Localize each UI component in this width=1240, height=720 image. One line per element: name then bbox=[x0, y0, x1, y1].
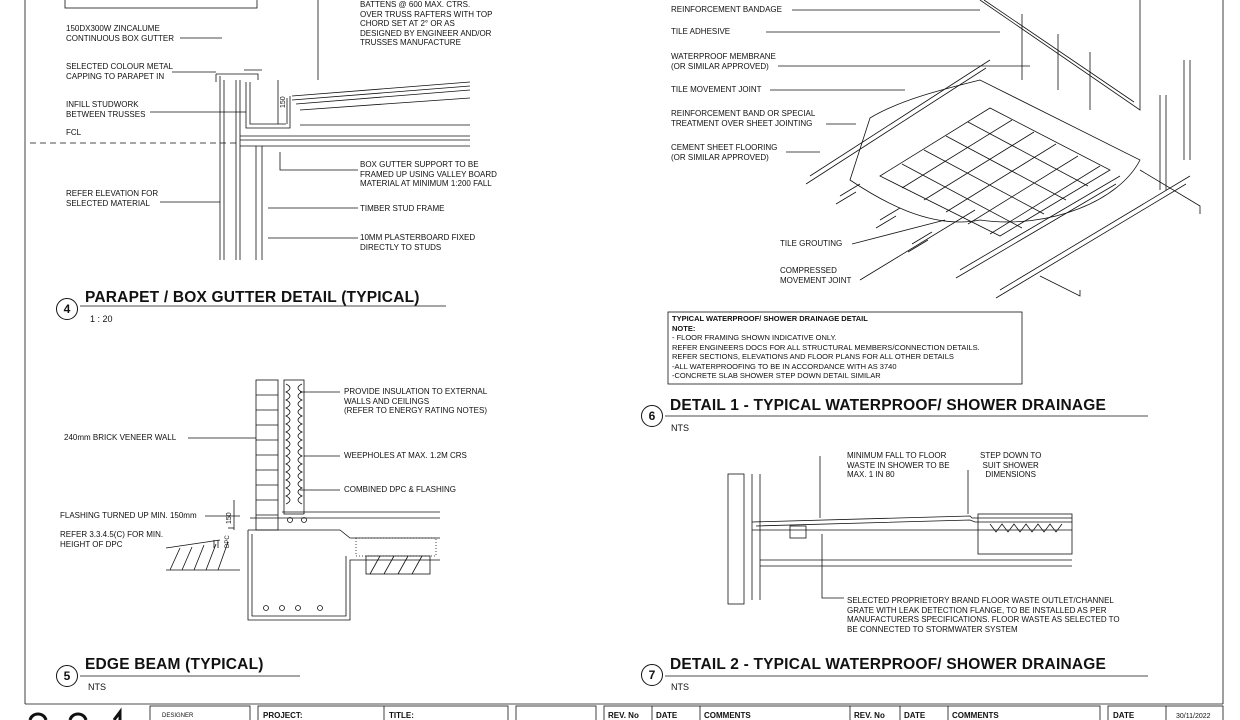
note-fcl: FCL bbox=[66, 128, 82, 137]
rev-no-label-2: REV. No bbox=[854, 711, 885, 720]
detail-scale-6: NTS bbox=[671, 423, 689, 433]
detail-title-6: DETAIL 1 - TYPICAL WATERPROOF/ SHOWER DR… bbox=[670, 397, 1107, 414]
note-floor-waste: SELECTED PROPRIETORY BRAND FLOOR WASTE O… bbox=[847, 596, 1120, 634]
note-tile-movement-joint: TILE MOVEMENT JOINT bbox=[671, 85, 762, 94]
comments-label-2: COMMENTS bbox=[952, 711, 999, 720]
note-refer-dpc-height: REFER 3.3.4.5(c) FOR MIN. HEIGHT OF DPC bbox=[60, 530, 164, 549]
note-cement-sheet: CEMENT SHEET FLOORING (OR SIMILAR APPROV… bbox=[671, 143, 778, 162]
note-flashing-turned-up: FLASHING TURNED UP MIN. 150mm bbox=[60, 511, 197, 520]
project-label: PROJECT: bbox=[263, 711, 303, 720]
note-waterproof-membrane: WATERPROOF MEMBRANE (OR SIMILAR APPROVED… bbox=[671, 52, 776, 71]
note-tile-adhesive: TILE ADHESIVE bbox=[671, 27, 731, 36]
detail-number-7: 7 bbox=[641, 664, 663, 686]
date-value: 30/11/2022 bbox=[1176, 713, 1211, 720]
note-capping: SELECTED COLOUR METAL CAPPING TO PARAPET… bbox=[66, 62, 173, 81]
note-box-line: REFER SECTIONS, ELEVATIONS AND FLOOR PLA… bbox=[672, 352, 954, 361]
detail-title-5: EDGE BEAM (TYPICAL) bbox=[85, 656, 264, 673]
detail-scale-4: 1 : 20 bbox=[90, 314, 113, 324]
note-tile-grouting: TILE GROUTING bbox=[780, 239, 843, 248]
note-minimum-fall: MINIMUM FALL TO FLOOR WASTE IN SHOWER TO… bbox=[847, 451, 950, 479]
note-refer-elevation: REFER ELEVATION FOR SELECTED MATERIAL bbox=[66, 189, 159, 208]
note-plasterboard: 10mm PLASTERBOARD FIXED DIRECTLY TO STUD… bbox=[360, 233, 476, 252]
date-label-2: DATE bbox=[904, 711, 926, 720]
note-box-line: -CONCRETE SLAB SHOWER STEP DOWN DETAIL S… bbox=[672, 371, 881, 380]
detail-scale-7: NTS bbox=[671, 682, 689, 692]
note-box-gutter: 150dx300w ZINCALUME CONTINUOUS BOX GUTTE… bbox=[66, 24, 175, 43]
note-infill-studwork: INFILL STUDWORK BETWEEN TRUSSES bbox=[66, 100, 146, 119]
note-weepholes: WEEPHOLES AT MAX. 1.2m CRS bbox=[344, 451, 467, 460]
note-timber-stud-frame: TIMBER STUD FRAME bbox=[360, 204, 445, 213]
note-battens: BATTENS @ 600 MAX. CTRS. OVER TRUSS RAFT… bbox=[360, 0, 493, 47]
title-label: TITLE: bbox=[389, 711, 414, 720]
dim-150-gutter: 150 bbox=[280, 96, 287, 108]
note-reinforcement-band: REINFORCEMENT BAND OR SPECIAL TREATMENT … bbox=[671, 109, 816, 128]
date-label: DATE bbox=[1113, 711, 1135, 720]
detail-title-4: PARAPET / BOX GUTTER DETAIL (TYPICAL) bbox=[85, 289, 420, 306]
dim-150-flashing: 150 bbox=[226, 512, 233, 524]
dim-dpc: DPC bbox=[225, 535, 231, 548]
detail-number-6: 6 bbox=[641, 405, 663, 427]
rev-no-label-1: REV. No bbox=[608, 711, 639, 720]
date-label-1: DATE bbox=[656, 711, 678, 720]
note-box-label: NOTE: bbox=[672, 323, 696, 333]
comments-label-1: COMMENTS bbox=[704, 711, 751, 720]
note-box: TYPICAL WATERPROOF/ SHOWER DRAINAGE DETA… bbox=[668, 312, 1022, 384]
note-box-line: REFER ENGINEERS DOCS FOR ALL STRUCTURAL … bbox=[672, 342, 980, 352]
detail-title-7: DETAIL 2 - TYPICAL WATERPROOF/ SHOWER DR… bbox=[670, 656, 1107, 673]
detail-number-4: 4 bbox=[56, 298, 78, 320]
detail-number-5: 5 bbox=[56, 665, 78, 687]
note-step-down: STEP DOWN TO SUIT SHOWER DIMENSIONS bbox=[980, 451, 1042, 479]
note-box-line: -ALL WATERPROOFING TO BE IN ACCORDANCE W… bbox=[672, 361, 897, 371]
note-compressed-joint: COMPRESSED MOVEMENT JOINT bbox=[780, 266, 852, 285]
detail-scale-5: NTS bbox=[88, 682, 106, 692]
note-brick-veneer: 240mm BRICK VENEER WALL bbox=[64, 433, 177, 442]
note-gutter-support: BOX GUTTER SUPPORT TO BE FRAMED UP USING… bbox=[360, 160, 497, 188]
note-box-line: - FLOOR FRAMING SHOWN INDICATIVE ONLY. bbox=[672, 333, 837, 342]
note-reinforcement-bandage: REINFORCEMENT BANDAGE bbox=[671, 5, 782, 14]
designer-label: DESIGNER bbox=[162, 713, 194, 719]
note-box-title: TYPICAL WATERPROOF/ SHOWER DRAINAGE DETA… bbox=[672, 314, 868, 323]
note-dpc-flashing: COMBINED DPC & FLASHING bbox=[344, 485, 457, 494]
note-insulation: PROVIDE INSULATION TO EXTERNAL WALLS AND… bbox=[344, 387, 488, 415]
